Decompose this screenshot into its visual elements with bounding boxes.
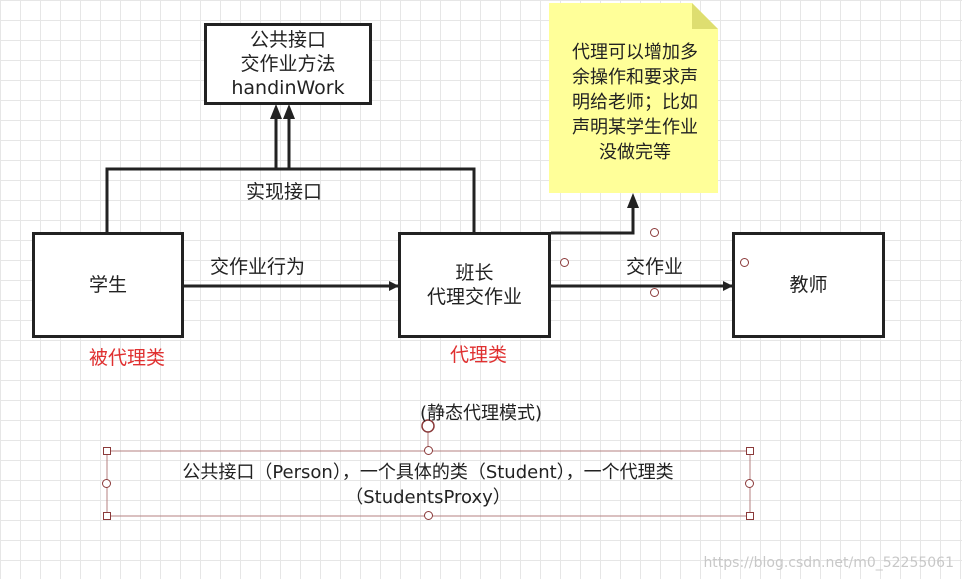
proxied-class-label: 被代理类 (89, 347, 166, 369)
resize-handle-top-middle[interactable] (424, 446, 433, 455)
hand-in-behavior-label: 交作业行为 (210, 256, 306, 278)
resize-handle-bottom-right[interactable] (746, 512, 754, 520)
student-box[interactable]: 学生 (32, 232, 184, 338)
interface-line-1: 公共接口 (249, 29, 326, 51)
bottom-line-2: （StudentsProxy） (345, 487, 511, 508)
resize-handle-middle-right[interactable] (745, 479, 754, 488)
interface-line-2: 交作业方法 (240, 53, 336, 75)
teacher-label: 教师 (789, 274, 828, 296)
resize-handle-bottom-left[interactable] (103, 512, 111, 520)
resize-handle-middle-left[interactable] (102, 479, 111, 488)
note-line-4: 声明某学生作业 (572, 117, 698, 138)
arrow-monitor-to-note[interactable] (551, 205, 635, 235)
interface-line-3: handinWork (231, 77, 345, 99)
proxy-class-label: 代理类 (450, 344, 508, 366)
note-line-2: 余操作和要求声 (572, 67, 698, 88)
static-proxy-label: (静态代理模式) (420, 403, 543, 424)
hand-in-label: 交作业 (626, 256, 684, 278)
monitor-box[interactable]: 班长 代理交作业 (398, 232, 551, 338)
bottom-line-1: 公共接口（Person），一个具体的类（Student），一个代理类 (182, 462, 674, 483)
implements-label: 实现接口 (246, 181, 323, 203)
teacher-box[interactable]: 教师 (732, 232, 885, 338)
monitor-line-2: 代理交作业 (426, 286, 522, 308)
note-line-1: 代理可以增加多 (572, 42, 698, 63)
monitor-line-1: 班长 (455, 262, 494, 284)
implements-arrow-left (270, 104, 282, 119)
rotation-handle[interactable] (421, 419, 435, 433)
resize-handle-bottom-middle[interactable] (424, 511, 433, 520)
connection-point-left[interactable] (560, 258, 569, 267)
note-shape[interactable] (549, 3, 718, 193)
bottom-text[interactable]: 公共接口（Person），一个具体的类（Student），一个代理类 （Stud… (108, 460, 748, 510)
watermark: https://blog.csdn.net/m0_52255061 (703, 555, 954, 571)
resize-handle-top-left[interactable] (103, 447, 111, 455)
connection-point-top[interactable] (650, 228, 659, 237)
connection-point-right[interactable] (740, 258, 749, 267)
student-label: 学生 (88, 274, 127, 296)
note-text: 代理可以增加多 余操作和要求声 明给老师；比如 声明某学生作业 没做完等 (556, 40, 714, 165)
note-fold (692, 3, 718, 29)
note-line-3: 明给老师；比如 (572, 92, 698, 113)
connection-point-bottom[interactable] (650, 288, 659, 297)
note-line-5: 没做完等 (599, 142, 671, 163)
arrow-note-head (627, 193, 639, 208)
implements-arrow-right (283, 104, 295, 119)
resize-handle-top-right[interactable] (746, 447, 754, 455)
interface-box[interactable]: 公共接口 交作业方法 handinWork (204, 23, 372, 105)
